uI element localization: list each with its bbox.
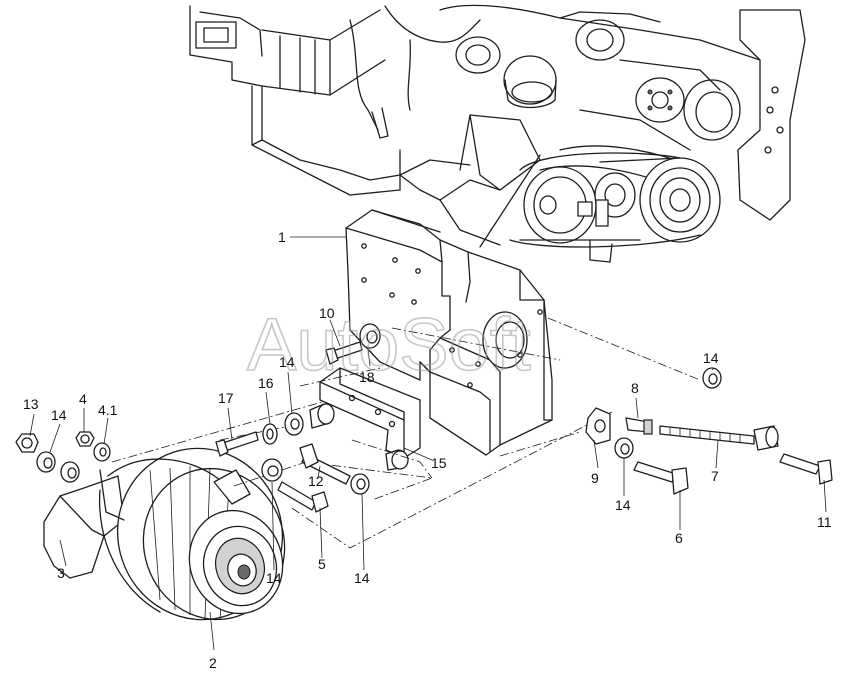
leader-lines	[29, 236, 827, 651]
alternator	[43, 447, 286, 621]
fasteners	[15, 323, 833, 513]
callout-17: 17	[218, 390, 234, 406]
callout-18: 18	[359, 369, 375, 385]
callout-4: 4	[79, 391, 87, 407]
adjusting-plate	[309, 367, 421, 471]
callout-6: 6	[675, 530, 683, 546]
callout-13: 13	[23, 396, 39, 412]
callout-11: 11	[817, 514, 832, 530]
callout-labels: 1 2 3 4 4.1 5 6 7 8 9 10 11 12 13 14 14 …	[23, 229, 832, 671]
callout-14-b: 14	[279, 354, 295, 370]
callout-9: 9	[591, 470, 599, 486]
callout-2: 2	[209, 655, 217, 671]
callout-14-a: 14	[51, 407, 67, 423]
callout-3: 3	[57, 565, 65, 581]
callout-14-d: 14	[354, 570, 370, 586]
callout-10: 10	[319, 305, 335, 321]
engine-block	[189, 4, 806, 263]
callout-15: 15	[431, 455, 447, 471]
mounting-bracket	[345, 209, 553, 456]
callout-5: 5	[318, 556, 326, 572]
callout-1: 1	[278, 229, 286, 245]
callout-4-1: 4.1	[98, 402, 118, 418]
callout-7: 7	[711, 468, 719, 484]
callout-12: 12	[308, 473, 324, 489]
callout-14-f: 14	[615, 497, 631, 513]
callout-14-c: 14	[266, 570, 282, 586]
callout-16: 16	[258, 375, 274, 391]
watermark-text: AutoSoft	[247, 303, 531, 386]
callout-14-e: 14	[703, 350, 719, 366]
callout-8: 8	[631, 380, 639, 396]
